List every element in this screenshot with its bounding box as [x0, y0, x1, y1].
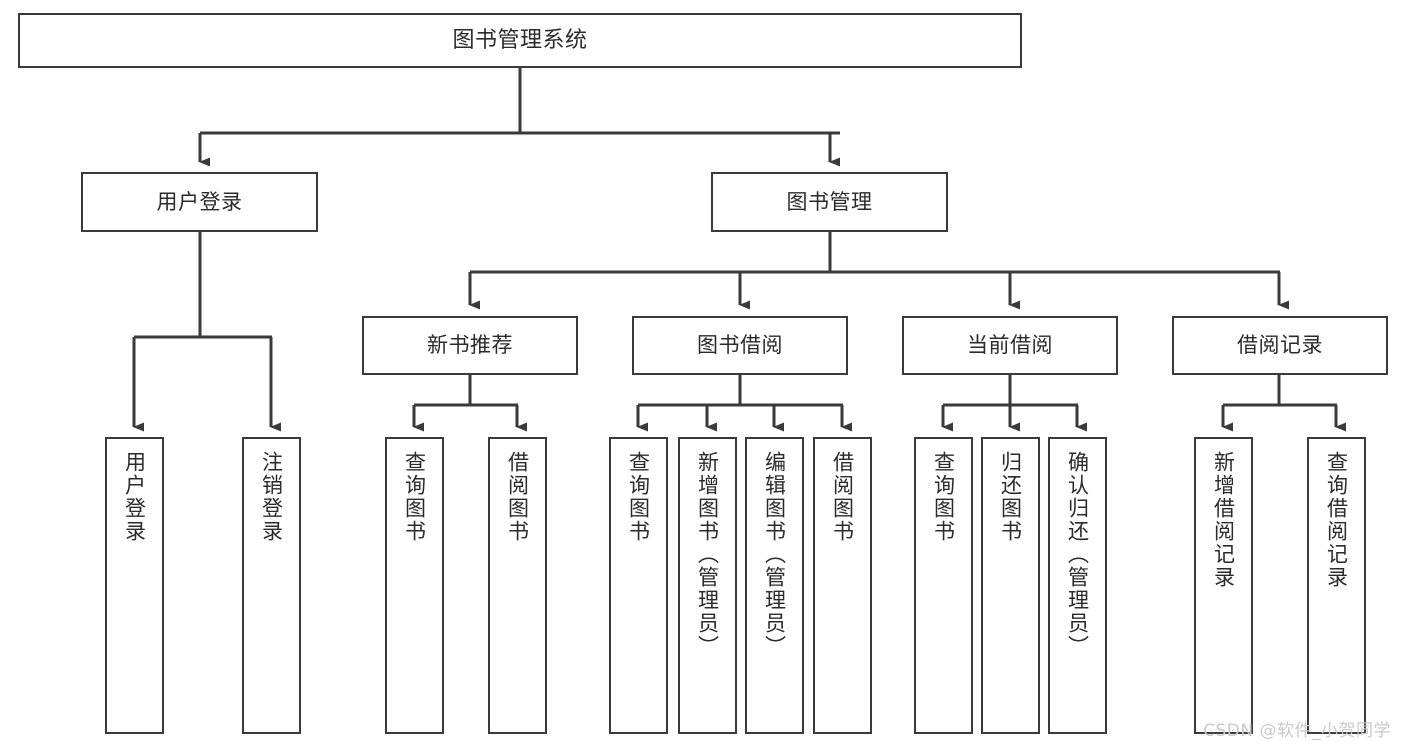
node-label: 归还图书 — [998, 451, 1023, 543]
node-book-management[interactable]: 图书管理 — [711, 172, 948, 232]
node-leaf-user-login[interactable]: 用户登录 — [105, 437, 164, 734]
node-label: 新增借阅记录 — [1211, 451, 1236, 589]
node-leaf-query-book-current[interactable]: 查询图书 — [914, 437, 973, 734]
csdn-watermark: CSDN @软件_小贺同学 — [1203, 721, 1391, 741]
node-leaf-logout[interactable]: 注销登录 — [242, 437, 301, 734]
node-leaf-borrow-book[interactable]: 借阅图书 — [813, 437, 872, 734]
node-label: 借阅图书 — [830, 451, 855, 543]
node-label: 注销登录 — [259, 451, 284, 543]
node-label: 图书借阅 — [697, 333, 783, 358]
node-label: 查询图书 — [402, 451, 427, 543]
node-label: 新增图书（管理员） — [695, 451, 720, 658]
node-label: 图书管理系统 — [452, 27, 588, 53]
node-label: 新书推荐 — [427, 333, 513, 358]
node-leaf-add-borrow-record[interactable]: 新增借阅记录 — [1194, 437, 1253, 734]
node-book-borrowing[interactable]: 图书借阅 — [632, 316, 848, 375]
node-leaf-confirm-return-admin[interactable]: 确认归还（管理员） — [1048, 437, 1107, 734]
node-leaf-query-borrow-record[interactable]: 查询借阅记录 — [1307, 437, 1366, 734]
node-borrowing-record[interactable]: 借阅记录 — [1172, 316, 1388, 375]
node-leaf-return-book[interactable]: 归还图书 — [981, 437, 1040, 734]
node-label: 编辑图书（管理员） — [762, 451, 787, 658]
node-leaf-add-book-admin[interactable]: 新增图书（管理员） — [678, 437, 737, 734]
node-label: 查询图书 — [626, 451, 651, 543]
node-label: 当前借阅 — [967, 333, 1053, 358]
node-label: 用户登录 — [122, 451, 147, 543]
node-label: 查询借阅记录 — [1324, 451, 1349, 589]
node-label: 用户登录 — [156, 189, 243, 214]
node-leaf-query-book-recommend[interactable]: 查询图书 — [385, 437, 444, 734]
node-leaf-borrow-book-recommend[interactable]: 借阅图书 — [488, 437, 547, 734]
node-leaf-query-book-borrow[interactable]: 查询图书 — [609, 437, 668, 734]
node-label: 借阅图书 — [505, 451, 530, 543]
node-label: 借阅记录 — [1237, 333, 1323, 358]
node-label: 查询图书 — [931, 451, 956, 543]
node-label: 图书管理 — [786, 189, 873, 214]
node-root-book-management-system[interactable]: 图书管理系统 — [18, 13, 1022, 68]
node-current-borrowing[interactable]: 当前借阅 — [902, 316, 1118, 375]
node-label: 确认归还（管理员） — [1065, 451, 1090, 658]
node-user-login[interactable]: 用户登录 — [81, 172, 318, 232]
node-new-book-recommendation[interactable]: 新书推荐 — [362, 316, 578, 375]
node-leaf-edit-book-admin[interactable]: 编辑图书（管理员） — [745, 437, 804, 734]
